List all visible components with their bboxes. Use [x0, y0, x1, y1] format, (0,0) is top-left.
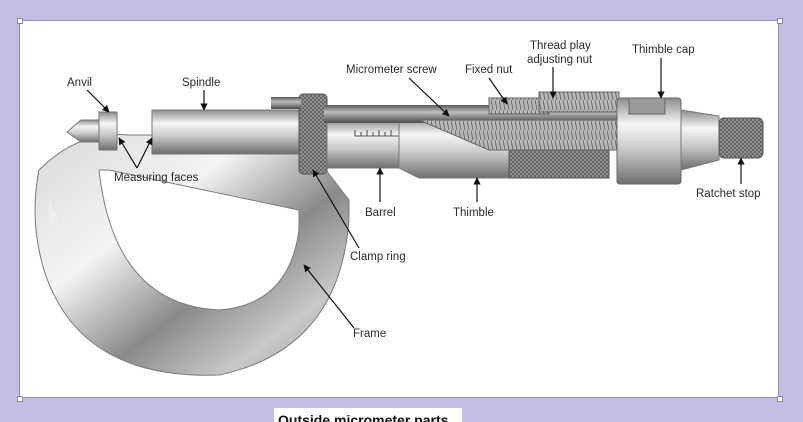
- label-barrel: Barrel: [365, 207, 396, 219]
- label-ratchet-stop: Ratchet stop: [696, 188, 761, 200]
- caption-band: Outside micrometer parts: [274, 408, 462, 422]
- panel-corner-handle: [17, 396, 23, 402]
- frame-highlight: [49, 200, 59, 225]
- panel-corner-handle: [777, 396, 783, 402]
- label-thimble-cap: Thimble cap: [632, 44, 695, 56]
- thimble-cap-top: [628, 97, 666, 115]
- arrow-measuring-face-right: [136, 137, 153, 169]
- label-measuring-faces: Measuring faces: [114, 172, 199, 184]
- label-thimble: Thimble: [453, 207, 494, 219]
- label-clamp-ring: Clamp ring: [350, 251, 406, 263]
- arrow-fixed-nut: [488, 77, 508, 105]
- barrel-scale: [354, 130, 401, 137]
- arrow-measuring-face-left: [118, 137, 138, 169]
- thread-play-nut-shape: [538, 91, 620, 113]
- clamp-ring-shape: [298, 93, 328, 175]
- ratchet-neck: [680, 109, 720, 171]
- barrel-shape: [326, 119, 408, 169]
- label-frame: Frame: [353, 328, 386, 340]
- label-micrometer-screw: Micrometer screw: [346, 64, 437, 76]
- clamp-ring-top: [271, 97, 301, 109]
- spindle-shape: [151, 109, 303, 155]
- arrow-anvil: [86, 89, 110, 113]
- ratchet-stop-shape: [718, 117, 764, 159]
- arrow-micrometer-screw: [408, 77, 450, 117]
- anvil-body: [98, 111, 118, 151]
- panel-corner-handle: [17, 18, 23, 24]
- figure-caption: Outside micrometer parts: [278, 412, 449, 422]
- arrow-frame: [303, 264, 355, 329]
- arrow-clamp-ring: [312, 169, 360, 249]
- label-thread-play-1: Thread play: [530, 40, 591, 52]
- frame-shape: [34, 133, 350, 376]
- micrometer-diagram: Anvil Spindle Micrometer screw Fixed nut…: [34, 40, 764, 376]
- panel-corner-handle: [777, 18, 783, 24]
- anvil-tip: [66, 119, 100, 143]
- label-fixed-nut: Fixed nut: [465, 64, 513, 76]
- label-anvil: Anvil: [67, 77, 92, 89]
- label-spindle: Spindle: [182, 77, 220, 89]
- label-thread-play-2: adjusting nut: [527, 54, 593, 66]
